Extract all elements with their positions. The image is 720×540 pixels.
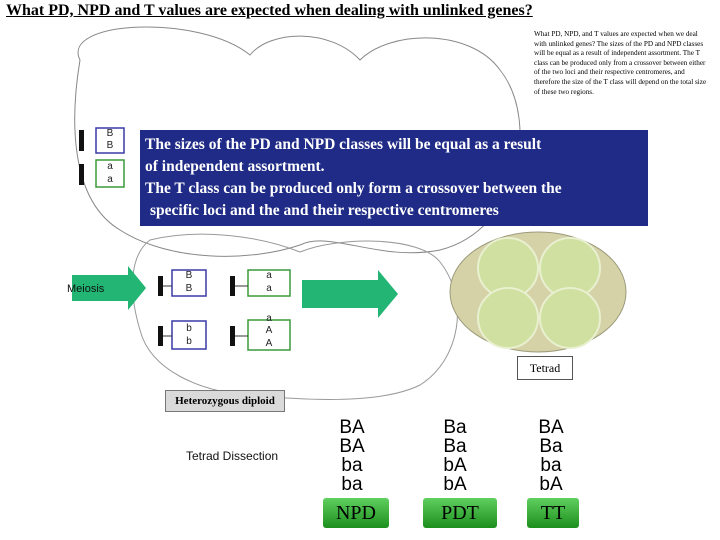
class-label-tt: TT xyxy=(527,498,579,528)
banner-line-2: of independent assortment. xyxy=(145,156,648,178)
meiosis-left-top-label-1: B xyxy=(178,270,200,281)
banner-line-1: The sizes of the PD and NPD classes will… xyxy=(145,134,648,156)
heterozygous-diploid-label: Heterozygous diploid xyxy=(165,390,285,412)
top-chromosome-a-label-1: a xyxy=(99,161,121,172)
top-chromosome-b-bar xyxy=(79,130,84,151)
genotype: BA xyxy=(519,418,583,437)
top-chromosome-a-label-2: a xyxy=(99,174,121,185)
top-chromosome-a-bar xyxy=(79,164,84,185)
tetrad-label: Tetrad xyxy=(517,356,573,380)
meiosis-left-bottom-label-2: b xyxy=(178,336,200,347)
spore-4 xyxy=(540,288,600,348)
genotype: bA xyxy=(423,475,487,494)
top-chromosome-b-label-2: B xyxy=(99,140,121,151)
class-label-pdt: PDT xyxy=(423,498,497,528)
banner-line-3: The T class can be produced only form a … xyxy=(145,178,648,200)
class-label-npd: NPD xyxy=(323,498,389,528)
genotype: ba xyxy=(320,475,384,494)
genotype: BA xyxy=(320,418,384,437)
meiosis-left-bottom-bar xyxy=(158,326,163,346)
tetrad-ascus xyxy=(450,232,626,352)
genotype-column-3: BA Ba ba bA xyxy=(519,418,583,494)
explanation-banner: The sizes of the PD and NPD classes will… xyxy=(140,130,648,226)
meiosis-left-top-label-2: B xyxy=(178,283,200,294)
bottom-cell-outline xyxy=(133,234,458,399)
genotype: Ba xyxy=(423,418,487,437)
genotype-column-1: BA BA ba ba xyxy=(320,418,384,494)
meiosis-left-top-bar xyxy=(158,276,163,296)
tetrad-dissection-label: Tetrad Dissection xyxy=(186,449,278,463)
note-text: What PD, NPD, and T values are expected … xyxy=(534,30,710,97)
banner-line-4: specific loci and the and their respecti… xyxy=(145,200,648,222)
meiosis-right-bottom-label-2: A xyxy=(258,338,280,349)
meiosis-right-top-label-1: a xyxy=(258,270,280,281)
genotype: Ba xyxy=(423,437,487,456)
meiosis-right-top-label-2: a xyxy=(258,283,280,294)
spore-3 xyxy=(478,288,538,348)
genotype: bA xyxy=(519,475,583,494)
meiosis-left-bottom-label-1: b xyxy=(178,323,200,334)
genotype: bA xyxy=(423,456,487,475)
genotype: ba xyxy=(519,456,583,475)
genotype-column-2: Ba Ba bA bA xyxy=(423,418,487,494)
genotype: Ba xyxy=(519,437,583,456)
meiosis-right-bottom-bar xyxy=(230,326,235,346)
top-chromosome-b-label-1: B xyxy=(99,128,121,139)
genotype: ba xyxy=(320,456,384,475)
meiosis-label: Meiosis xyxy=(67,283,104,295)
meiosis-right-top-bar xyxy=(230,276,235,296)
genotype: BA xyxy=(320,437,384,456)
meiosis-right-bottom-label-0: a xyxy=(258,313,280,324)
meiosis-right-bottom-label-1: A xyxy=(258,325,280,336)
tetrad-arrow xyxy=(302,270,398,318)
